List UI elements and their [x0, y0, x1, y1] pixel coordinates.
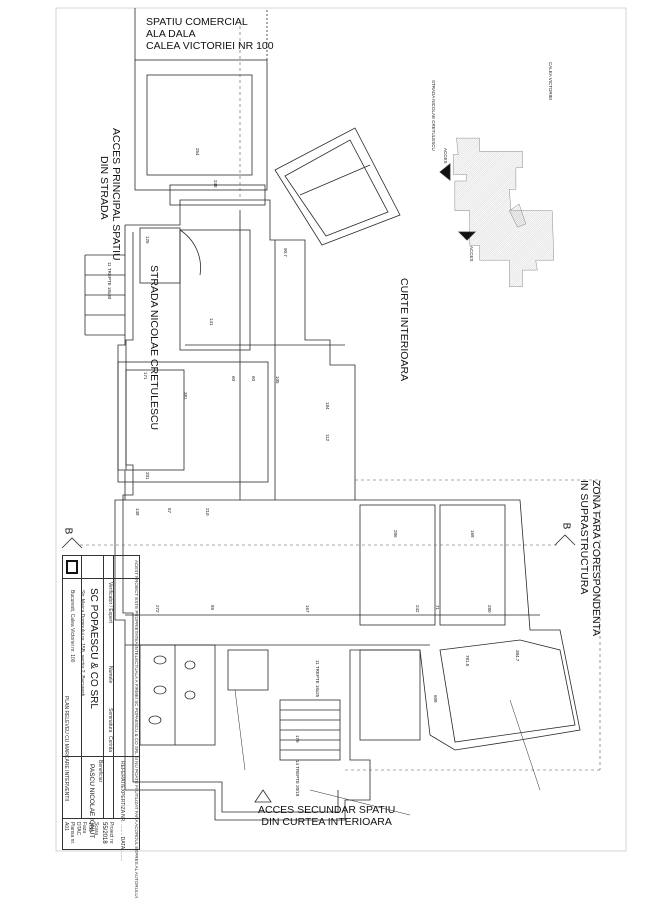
- courtyard-label: CURTE INTERIOARA: [398, 278, 410, 382]
- dimension: 248: [213, 180, 218, 188]
- commercial-space-line-3: CALEA VICTORIEI NR 100: [146, 40, 274, 52]
- key-plan-access-bottom: ACCES: [469, 246, 474, 262]
- dimension: 167: [305, 605, 310, 613]
- commercial-space-line-1: SPATIU COMERCIAL: [146, 16, 248, 28]
- commercial-space-outline: [134, 8, 268, 206]
- scale-label: Scara: [93, 822, 99, 836]
- access-triangle-icon: [254, 789, 272, 803]
- company-name: SC POPAESCU & CO SRL: [88, 588, 99, 709]
- key-plan-access-arrow-top: [439, 163, 451, 181]
- zone-line-2: IN SUPRASTRUCTURA: [578, 480, 590, 595]
- main-access-line-1: ACCES PRINCIPAL SPATIU: [110, 128, 122, 261]
- key-plan-avenue-label: CALEA VICTORIEI: [548, 62, 553, 101]
- stairs-note-1: 11 TREPTE 18x30: [107, 262, 112, 300]
- drawing-title: PLAN RELEVEU CU MARCARE INTERVENTII: [63, 696, 69, 802]
- key-plan-street-label: STRADA NICOLAE CRETULESCU: [431, 80, 436, 151]
- zone-line-1: ZONA FARA CORESPONDENTA: [590, 480, 602, 637]
- dimension: 105: [275, 376, 280, 384]
- secondary-access-line-2: DIN CURTEA INTERIOARA: [261, 816, 392, 828]
- dimension: 184: [325, 402, 330, 410]
- dimension: 381: [183, 392, 188, 400]
- toilet-rooms: [139, 644, 269, 746]
- main-access-label: ACCES PRINCIPAL SPATIU DIN STRADA: [98, 128, 122, 261]
- section-marker-b-left: [61, 537, 83, 549]
- no-correspondence-zone-label: ZONA FARA CORESPONDENTA IN SUPRASTRUCTUR…: [578, 480, 602, 636]
- dimension: 201: [145, 472, 150, 480]
- dimension: 89: [210, 605, 215, 611]
- section-marker-right: B: [560, 522, 572, 530]
- role-3: Semnatura: [107, 708, 113, 733]
- dimension: 60: [251, 376, 256, 382]
- building-walls: [114, 199, 581, 821]
- dimension: 112: [325, 434, 330, 442]
- project-no: 55/2018: [101, 822, 107, 844]
- role-2: Numele: [107, 666, 113, 684]
- key-plan-access-top: ACCES: [443, 148, 448, 164]
- copyright-notice: ACEST PROIECT ESTE PROPRIETATEA INTELECT…: [134, 560, 139, 898]
- stairs-note-3: 14 TREPTE 20/18: [295, 760, 300, 797]
- key-plan: [453, 137, 554, 287]
- courtyard-block: [274, 127, 401, 246]
- dimension: 242: [415, 605, 420, 613]
- role-4: Cerinta: [107, 736, 113, 753]
- dimension: 286: [393, 530, 398, 538]
- dimension: 280: [487, 605, 492, 613]
- dimension: 125: [145, 236, 150, 244]
- staircase: [84, 227, 341, 761]
- dimension: 179: [295, 735, 300, 743]
- dashed-lines: [80, 20, 601, 771]
- dimension: 781.5: [465, 655, 470, 667]
- beneficiary-label: Beneficiar: [97, 760, 103, 783]
- title-block: SC POPAESCU & CO SRL Str. Maica Domnului…: [62, 555, 140, 898]
- commercial-space-line-2: ALA DALA: [146, 28, 196, 40]
- leader-lines: [234, 689, 541, 816]
- dimension: 60: [231, 376, 236, 382]
- secondary-access-label: ACCES SECUNDAR SPATIU DIN CURTEA INTERIO…: [258, 804, 395, 828]
- project-no-label: Proiect nr.: [108, 822, 114, 845]
- dimension: 384.7: [515, 650, 520, 662]
- company-address: Str. Maica Domnului nr. 15B, sector 2, B…: [79, 590, 85, 697]
- secondary-access-line-1: ACCES SECUNDAR SPATIU: [258, 804, 396, 816]
- dimension: 71: [435, 605, 440, 611]
- location: Bucuresti, Calea Victoriei nr. 100: [69, 590, 75, 663]
- dimension: 171: [143, 372, 148, 380]
- section-marker-b-right: [554, 534, 576, 546]
- commercial-space-label: SPATIU COMERCIAL ALA DALA CALEA VICTORIE…: [146, 16, 274, 52]
- dimension: 272: [155, 605, 160, 613]
- company-logo: [66, 560, 78, 574]
- main-access-line-2: DIN STRADA: [98, 156, 110, 220]
- dimension: 210: [205, 508, 210, 516]
- street-label: STRADA NICOLAE CRETULESCU: [148, 265, 160, 431]
- dimension: 168: [470, 530, 475, 538]
- dimension: 57: [167, 508, 172, 514]
- stairs-note-2: 11 TREPTE 18x25: [315, 660, 320, 698]
- role-1: Verificator / Expert: [107, 582, 113, 623]
- dimension: 90.7: [283, 248, 288, 257]
- dimension: 148: [135, 508, 140, 516]
- key-plan-access-arrow-bottom: [458, 231, 476, 241]
- section-marker-left: B: [62, 527, 74, 535]
- referat-line: REFERAT/EXPERTIZA NR. ........ DATA ....…: [119, 761, 125, 862]
- dimension: 141: [209, 318, 214, 326]
- dimension: 254: [195, 148, 200, 156]
- dimension: 608: [433, 695, 438, 703]
